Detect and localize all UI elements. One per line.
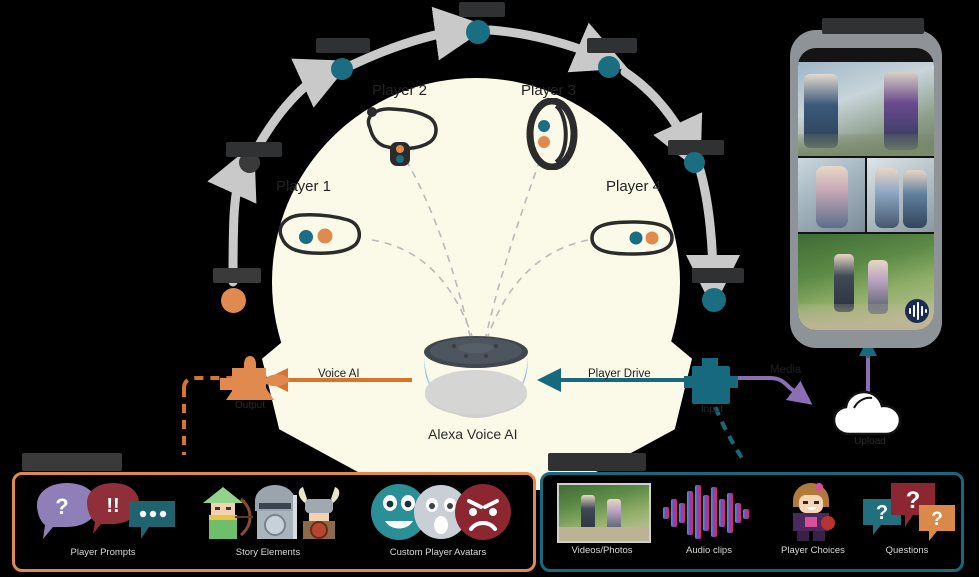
flow-label-media: Media [770,364,802,376]
speech-bubbles-icon: ? !! [37,483,175,539]
emoji-faces-icon [371,484,511,540]
player-3-device-wristband-wearable [526,98,578,170]
input-plug-icon [684,358,738,404]
alexa-echo-dot-device[interactable] [408,332,544,424]
media-display-label: Media Display [822,18,924,34]
photo-icon [557,483,651,543]
video-tile-3 [867,158,934,232]
player-input-panel-title: Player input [548,453,646,471]
player-input-item-label-0: Videos/Photos [571,545,633,556]
media-display-phone[interactable] [790,30,942,348]
alexa-output-panel-title: Alexa output [22,453,122,471]
video-tile-1 [798,62,934,156]
svg-text:?: ? [55,494,68,519]
arc-node-6-label [692,268,744,283]
alexa-output-item-label-1: Story Elements [235,547,301,558]
player-4-device-headband-wearable [590,220,674,256]
video-tile-4 [798,234,934,330]
player-1-device-headset-wearable [278,213,362,255]
video-tile-2 [798,158,865,232]
player-input-item-label-1: Audio clips [686,545,732,556]
arc-node-5-label [587,38,637,53]
alexa-output-item-label-0: Player Prompts [70,547,136,558]
alexa-output-item-label-2: Custom Player Avatars [389,547,487,558]
arc-node-2-label [226,142,282,157]
flow-label-player-drive: Player Drive [588,368,651,380]
arc-node-1-label [213,268,261,283]
game-characters-icon [203,485,340,539]
arc-node-right-label [668,140,724,155]
output-megaphone-icon [220,356,290,400]
arc-node-4-label [459,2,505,17]
phone-screen [798,48,934,330]
upload-cloud-icon [832,390,902,436]
player-1-label: Player 1 [276,178,332,195]
arc-node-right [684,152,705,173]
alexa-output-panel: ? !! Player Prompts [12,472,536,572]
player-2-label: Player 2 [372,82,428,99]
arc-node-4 [466,20,490,44]
alexa-center-label: Alexa Voice AI [428,426,518,442]
avatar-icon [793,483,835,541]
arc-node-6 [702,288,726,312]
svg-text:?: ? [876,502,888,524]
input-block-label: Input [700,404,724,415]
arc-node-5 [598,56,620,78]
player-3-label: Player 3 [521,82,577,99]
player-2-device-neck-wearable [366,107,438,166]
flow-label-voice-ai: Voice AI [318,368,360,380]
svg-text:?: ? [906,487,921,514]
output-block-label: Output [234,400,266,411]
upload-block-label: Upload [854,436,886,447]
svg-text:!!: !! [106,495,119,517]
audio-waveform-badge-icon [905,299,929,323]
phone-notch [834,50,882,59]
waveform-icon [663,485,749,539]
player-input-item-label-3: Questions [885,545,929,556]
arc-node-3-label [316,38,370,53]
arc-node-1 [221,288,246,313]
arc-node-2 [239,152,260,173]
player-4-label: Player 4 [606,178,662,195]
arc-node-3 [331,58,353,80]
player-input-panel: Videos/Photos [540,472,964,572]
player-input-item-label-2: Player Choices [781,545,845,556]
question-bubbles-icon: ? ? ? [863,483,955,541]
svg-text:?: ? [931,509,943,530]
